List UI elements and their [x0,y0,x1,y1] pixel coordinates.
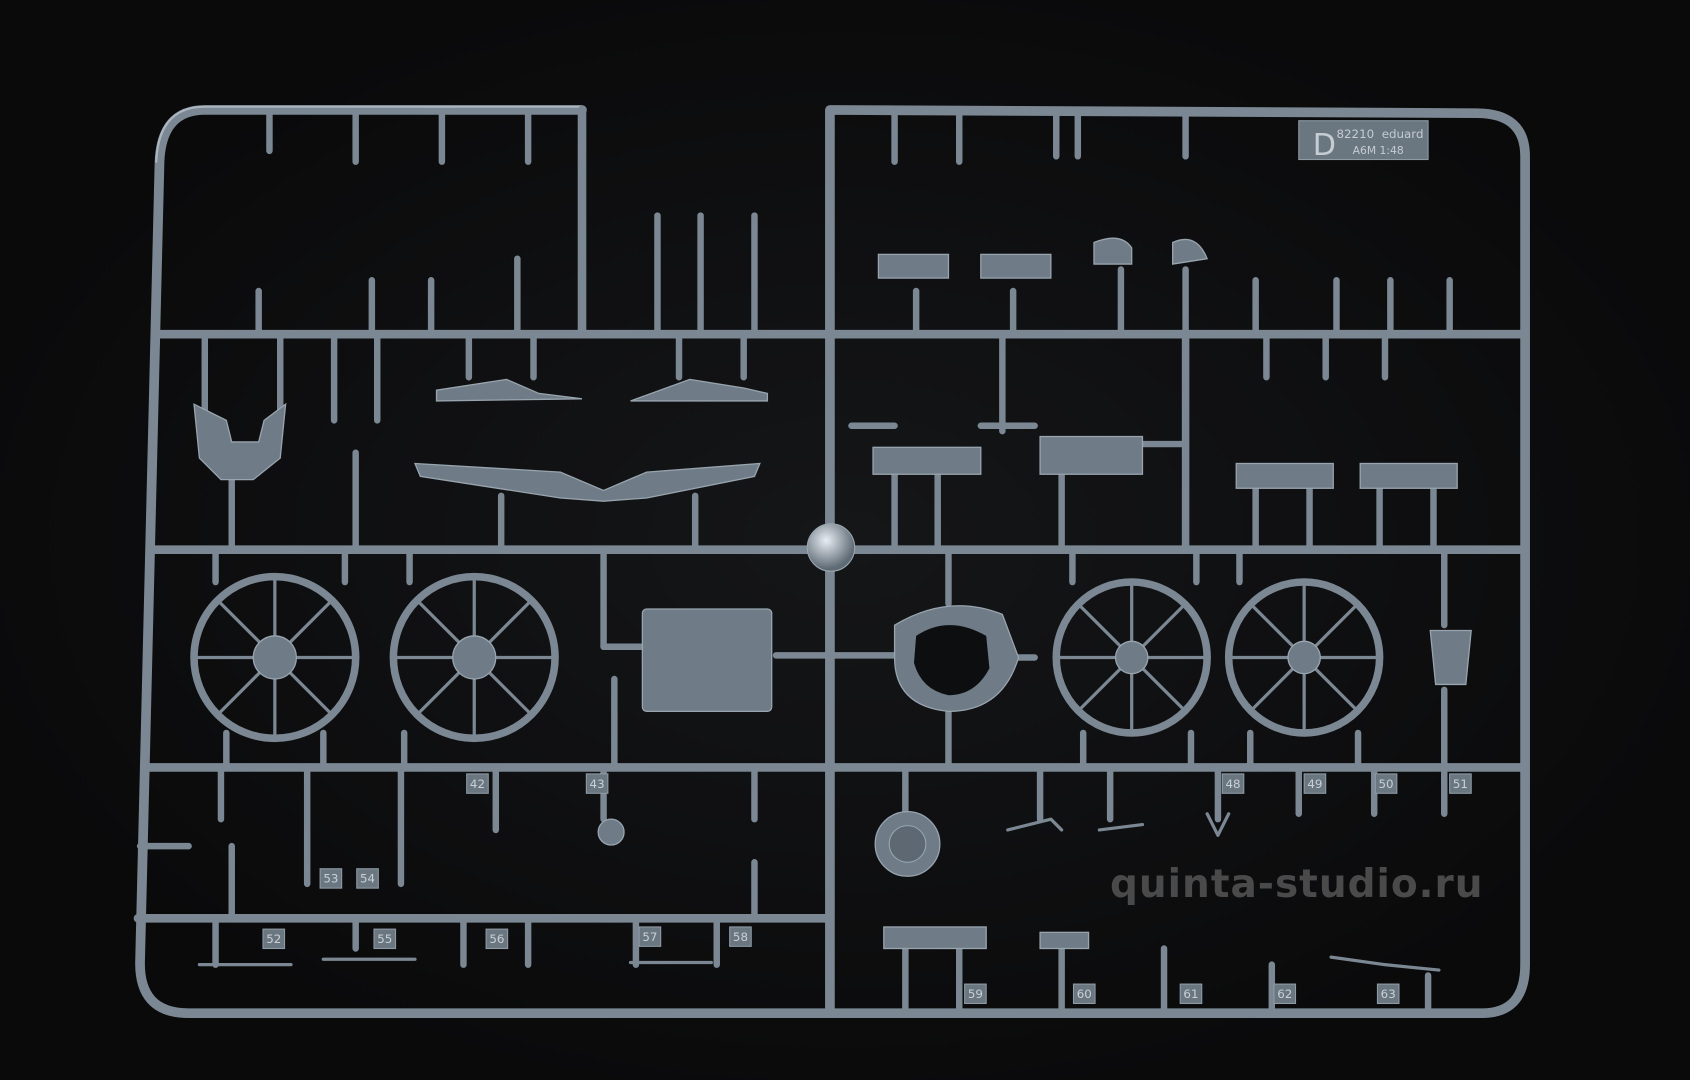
central-hub [806,523,856,572]
part-tag: 60 [1072,983,1096,1005]
part-tag: 51 [1449,773,1472,794]
part-tag: 48 [1221,773,1245,794]
part-tag: 55 [373,928,397,950]
svg-text:42: 42 [470,777,485,791]
part-tag: 62 [1273,983,1297,1005]
svg-text:48: 48 [1225,777,1240,791]
part-tag: 61 [1179,983,1203,1005]
svg-text:eduard: eduard [1382,127,1424,141]
svg-text:A6M 1:48: A6M 1:48 [1353,144,1404,157]
part-tag: 52 [262,928,286,950]
svg-text:61: 61 [1183,987,1198,1001]
svg-text:82210: 82210 [1336,127,1374,141]
part-tag: 50 [1374,773,1398,794]
part-tag: 42 [466,773,489,794]
svg-text:60: 60 [1077,987,1092,1001]
part-tag: 43 [585,773,609,794]
part-tag: 57 [638,926,662,947]
svg-text:51: 51 [1453,777,1468,791]
sprue-id-tag: D 82210 eduard A6M 1:48 [1298,120,1429,163]
svg-text:49: 49 [1307,777,1322,791]
part-tag: 58 [729,926,752,947]
part-tag: 54 [356,868,379,889]
watermark: quinta-studio.ru [1110,862,1484,907]
svg-text:43: 43 [590,777,605,791]
part-tag: 59 [964,983,987,1005]
svg-text:52: 52 [266,932,281,946]
part-tag: 49 [1303,773,1327,794]
svg-text:53: 53 [323,872,338,886]
part-tag: 53 [319,868,343,889]
svg-text:58: 58 [733,930,748,944]
svg-text:56: 56 [489,932,504,946]
svg-text:57: 57 [642,930,657,944]
svg-text:59: 59 [968,987,983,1001]
part-number-tags: 42 43 48 49 50 51 52 53 54 55 56 57 58 5… [262,773,1472,1005]
svg-text:54: 54 [360,872,375,886]
svg-text:55: 55 [377,932,392,946]
svg-text:63: 63 [1381,987,1396,1001]
part-tag: 63 [1376,983,1400,1005]
svg-text:D: D [1313,128,1336,163]
sprue-gates [136,109,1453,1017]
svg-text:50: 50 [1379,777,1394,791]
part-tag: 56 [485,928,509,950]
svg-text:62: 62 [1277,987,1292,1001]
parts [193,237,1472,972]
engine-rings [190,572,1384,743]
